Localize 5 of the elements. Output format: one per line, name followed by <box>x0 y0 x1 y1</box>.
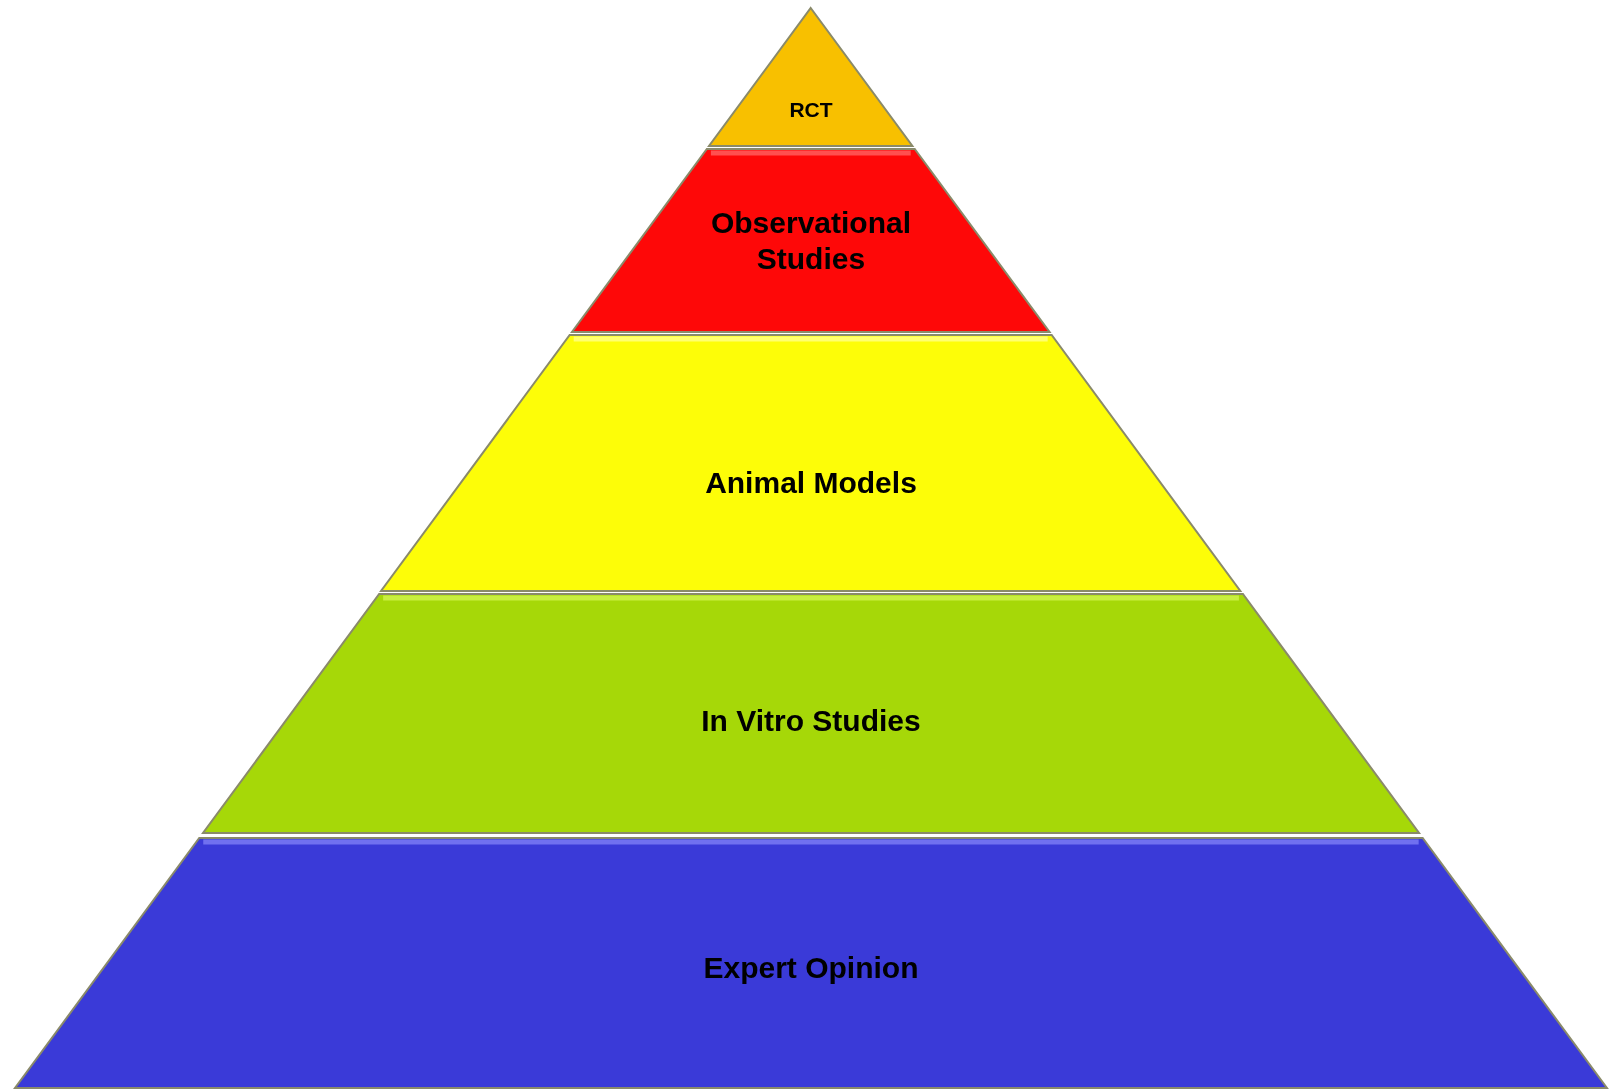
tier-label: Observational Studies <box>709 204 912 277</box>
tier-label: Animal Models <box>704 465 918 502</box>
tier-label: RCT <box>788 97 834 123</box>
tier-label: In Vitro Studies <box>700 702 922 739</box>
tier-label: Expert Opinion <box>702 950 920 986</box>
